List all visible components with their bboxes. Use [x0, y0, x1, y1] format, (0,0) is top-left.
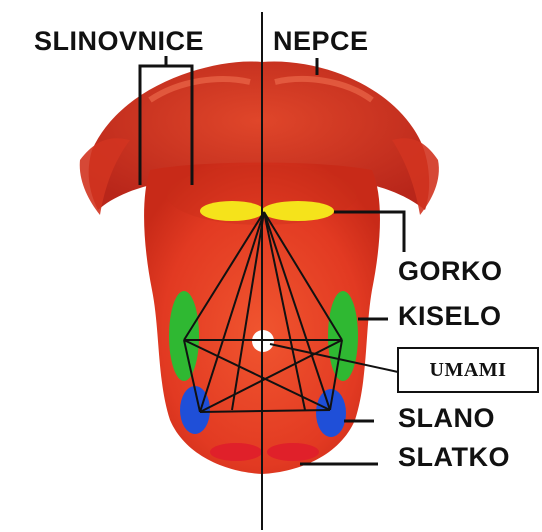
label-sweet: SLATKO: [398, 444, 510, 471]
label-salivary-glands: SLINOVNICE: [34, 28, 204, 55]
sour-zone-left: [169, 291, 199, 381]
label-salty: SLANO: [398, 405, 495, 432]
sweet-zone-left: [210, 443, 262, 461]
label-bitter: GORKO: [398, 258, 503, 285]
bitter-zone-left: [200, 201, 264, 221]
label-sour: KISELO: [398, 303, 502, 330]
label-umami: UMAMI: [430, 359, 507, 382]
label-palate: NEPCE: [273, 28, 369, 55]
bitter-zone-right: [262, 201, 334, 221]
sweet-zone-right: [267, 443, 319, 461]
salty-zone-right: [316, 389, 346, 437]
sour-zone-right: [328, 291, 358, 381]
umami-label-box: UMAMI: [397, 347, 539, 393]
